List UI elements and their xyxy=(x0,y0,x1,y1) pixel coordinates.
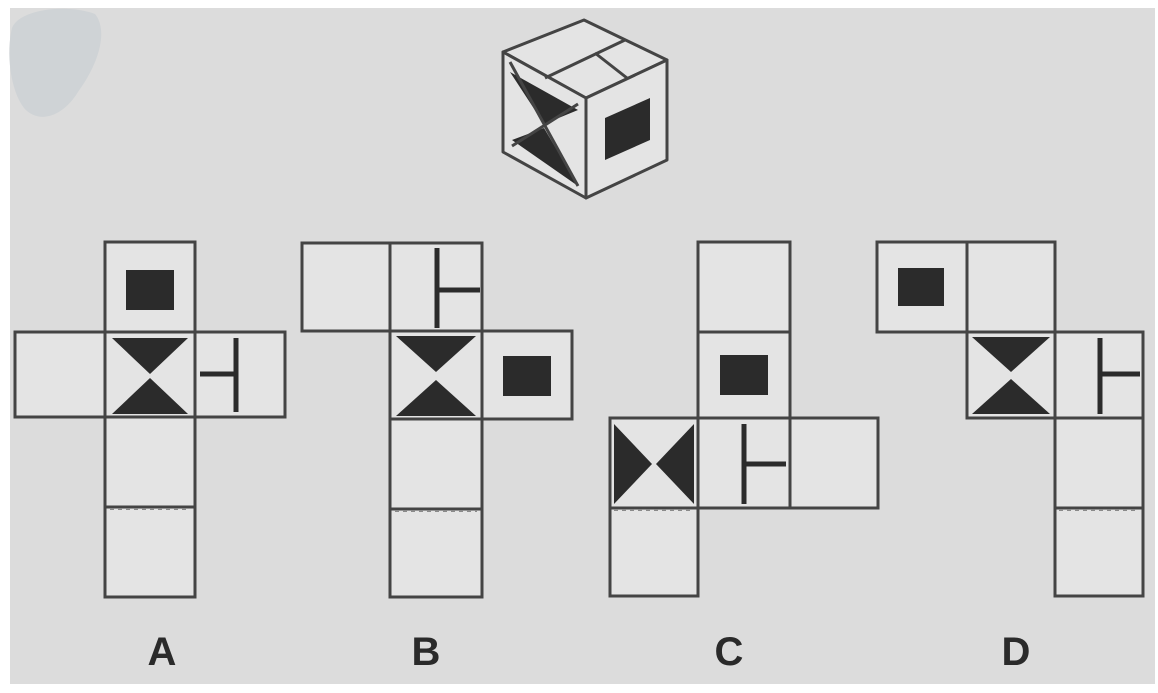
cube-right-square xyxy=(605,98,650,160)
net-b-bottom-face-1 xyxy=(388,417,484,511)
option-label-a: A xyxy=(147,630,177,674)
net-c-right-face xyxy=(788,416,880,510)
net-d-bowtie-bottom xyxy=(972,379,1050,414)
net-option-d xyxy=(875,240,1145,598)
net-b-bowtie-top xyxy=(396,336,476,372)
net-a-bottom-face-2 xyxy=(103,505,197,599)
net-d-bottom-face-2 xyxy=(1053,506,1145,598)
net-d-bowtie-top xyxy=(972,337,1050,372)
cube-left-triangle-top xyxy=(510,72,578,124)
net-c-bottom-face xyxy=(608,506,700,598)
net-b-bottom-face-2 xyxy=(388,507,484,599)
net-b-top-left-face xyxy=(300,241,392,333)
net-c-middle-face xyxy=(696,330,792,420)
net-b-bowtie-bottom xyxy=(396,380,476,416)
net-c-top-face xyxy=(696,240,792,334)
option-label-c: C xyxy=(714,630,744,674)
net-c-square-mark xyxy=(720,355,768,395)
net-a-left-face xyxy=(13,330,107,419)
net-option-b xyxy=(300,241,574,599)
net-d-square-mark xyxy=(898,268,944,306)
reference-cube xyxy=(501,18,669,200)
net-a-marks xyxy=(110,270,239,510)
cube-top-line-2 xyxy=(594,51,628,80)
option-label-d: D xyxy=(1001,630,1031,674)
net-a-bottom-face-1 xyxy=(103,415,197,509)
net-b-square-mark xyxy=(503,356,551,396)
corner-blob xyxy=(9,8,102,117)
net-d-marks xyxy=(898,268,1140,511)
net-c-bowtie-right xyxy=(656,424,694,504)
net-d-bottom-face-1 xyxy=(1053,416,1145,510)
net-a-square-mark xyxy=(126,270,174,310)
cube-top-line-1 xyxy=(544,38,626,80)
cube-left-triangle-bottom xyxy=(512,128,578,186)
net-c-marks xyxy=(614,355,786,511)
net-c-bowtie-left xyxy=(614,424,652,504)
cube-left-diagonal-2 xyxy=(511,102,579,148)
net-b-marks xyxy=(395,248,551,512)
net-d-top-right-face xyxy=(965,240,1057,334)
net-a-bowtie-bottom xyxy=(112,378,188,414)
net-a-bowtie-top xyxy=(112,338,188,374)
net-option-c xyxy=(608,240,880,598)
option-label-b: B xyxy=(411,630,441,674)
